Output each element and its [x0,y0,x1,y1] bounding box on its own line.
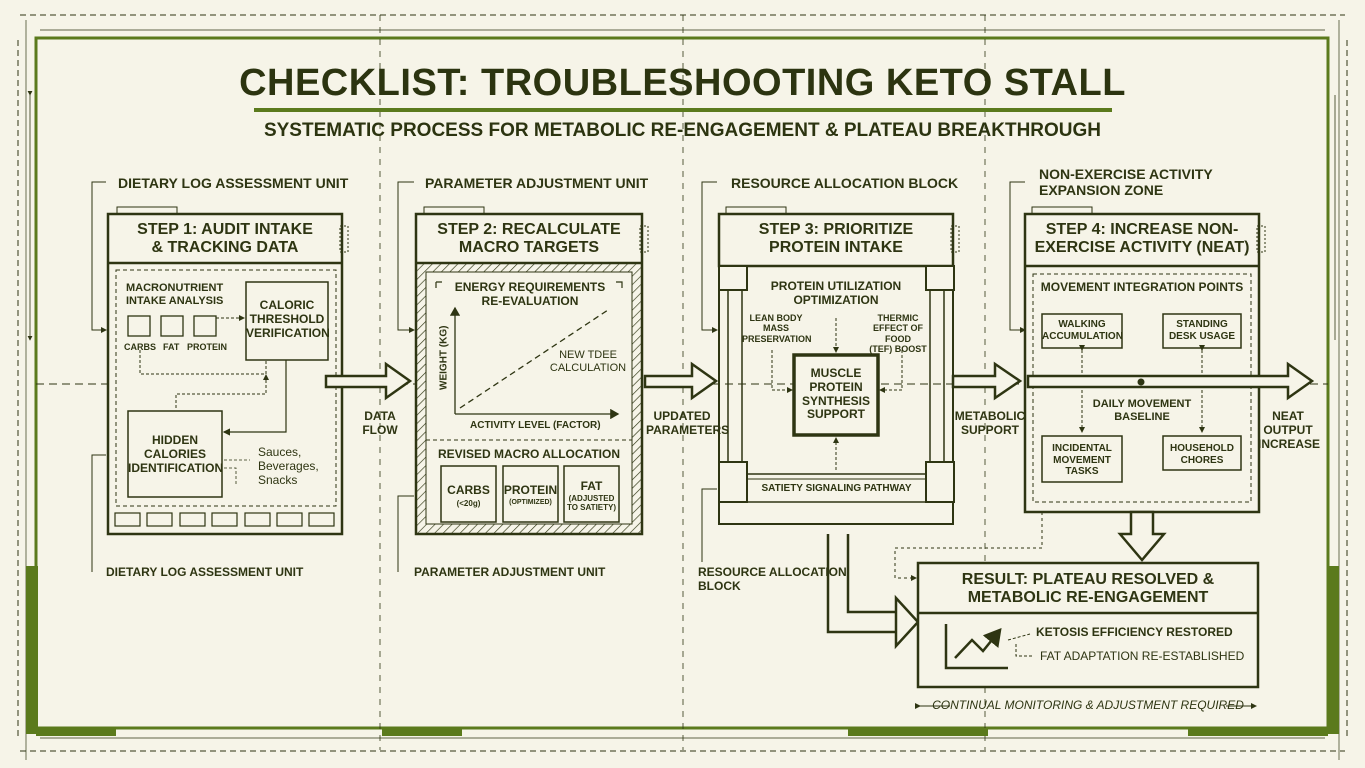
step4-walking: WALKING ACCUMULATION [1042,319,1123,342]
step3-card [701,181,960,562]
step1-card [91,181,349,572]
step1-fat: FAT [163,342,180,352]
flow-arrow-1 [324,361,413,401]
page-subtitle: SYSTEMATIC PROCESS FOR METABOLIC RE-ENGA… [263,120,1102,141]
result-fat-adaptation: FAT ADAPTATION RE-ESTABLISHED [1040,649,1245,663]
flow4-label: NEAT OUTPUT INCREASE [1258,409,1321,451]
result-header: RESULT: PLATEAU RESOLVED & METABOLIC RE-… [961,571,1215,607]
flow-arrow-3 [951,361,1023,401]
step2-fat-note: (ADJUSTED TO SATIETY) [566,494,617,513]
step3-lean: LEAN BODY MASS PRESERVATION [742,313,812,344]
step4-card [1009,181,1266,514]
step4-baseline: DAILY MOVEMENT BASELINE [1092,398,1192,423]
result-ketosis: KETOSIS EFFICIENCY RESTORED [1036,625,1233,639]
step3-to-result-connector [826,534,900,634]
step1-carbs: CARBS [124,342,157,352]
step2-card [397,181,649,572]
baseline-node [1137,378,1145,386]
neat-output-arrow [1026,361,1315,401]
flow-arrow-2 [643,361,719,401]
step1-header: STEP 1: AUDIT INTAKE & TRACKING DATA [137,221,313,257]
step3-bottom-label: RESOURCE ALLOCATION BLOCK [698,565,847,593]
step2-revised: REVISED MACRO ALLOCATION [438,447,620,461]
result-monitoring-note: CONTINUAL MONITORING & ADJUSTMENT REQUIR… [932,698,1244,712]
result-card [894,512,1260,709]
step2-top-label: PARAMETER ADJUSTMENT UNIT [425,175,649,191]
step1-macro-title: MACRONUTRIENT INTAKE ANALYSIS [126,282,224,307]
step1-caloric: CALORIC THRESHOLD VERIFICATION [246,298,330,340]
title-underline [254,108,1112,112]
step2-tdee: NEW TDEE CALCULATION [549,349,627,374]
step3-tef: THERMIC EFFECT OF FOOD (TEF) BOOST [869,313,927,355]
step3-utilization: PROTEIN UTILIZATION OPTIMIZATION [770,279,902,307]
step2-ylabel: WEIGHT (KG) [438,325,450,390]
step4-top-label: NON-EXERCISE ACTIVITY EXPANSION ZONE [1039,166,1213,199]
step3-top-label: RESOURCE ALLOCATION BLOCK [731,175,959,191]
step2-header: STEP 2: RECALCULATE MACRO TARGETS [437,221,621,257]
flow2-label: UPDATED PARAMETERS [646,409,730,437]
step3-to-result-head [894,594,920,650]
step1-sources: Sauces, Beverages, Snacks [258,445,319,487]
step2-xlabel: ACTIVITY LEVEL (FACTOR) [470,420,601,431]
step3-muscle: MUSCLE PROTEIN SYNTHESIS SUPPORT [801,366,870,422]
step4-standing: STANDING DESK USAGE [1168,319,1236,342]
step3-header: STEP 3: PRIORITIZE PROTEIN INTAKE [758,221,914,257]
flow3-label: METABOLIC SUPPORT [954,409,1026,437]
step2-protein-note: (OPTIMIZED) [509,499,552,506]
step1-protein: PROTEIN [187,342,228,352]
step2-fat: FAT [580,479,603,493]
step1-top-label: DIETARY LOG ASSESSMENT UNIT [118,175,349,191]
step4-header: STEP 4: INCREASE NON- EXERCISE ACTIVITY … [1034,221,1250,257]
step3-satiety: SATIETY SIGNALING PATHWAY [761,483,912,494]
step2-bottom-label: PARAMETER ADJUSTMENT UNIT [414,565,606,579]
page-title: CHECKLIST: TROUBLESHOOTING KETO STALL [239,62,1126,104]
step1-bottom-label: DIETARY LOG ASSESSMENT UNIT [106,565,304,579]
step1-hidden: HIDDEN CALORIES IDENTIFICATION [128,433,224,475]
frame-corner-bars [26,566,1339,736]
step2-carbs: CARBS [447,483,490,497]
step2-protein: PROTEIN [503,483,558,497]
step4-household: HOUSEHOLD CHORES [1170,443,1234,466]
step2-energy: ENERGY REQUIREMENTS RE-EVALUATION [454,280,606,308]
step4-to-result-arrow [1117,510,1167,562]
step4-incidental: INCIDENTAL MOVEMENT TASKS [1052,443,1112,477]
flow1-label: DATA FLOW [362,409,398,437]
step2-carbs-note: (<20g) [456,499,481,508]
step4-integration: MOVEMENT INTEGRATION POINTS [1040,280,1244,294]
